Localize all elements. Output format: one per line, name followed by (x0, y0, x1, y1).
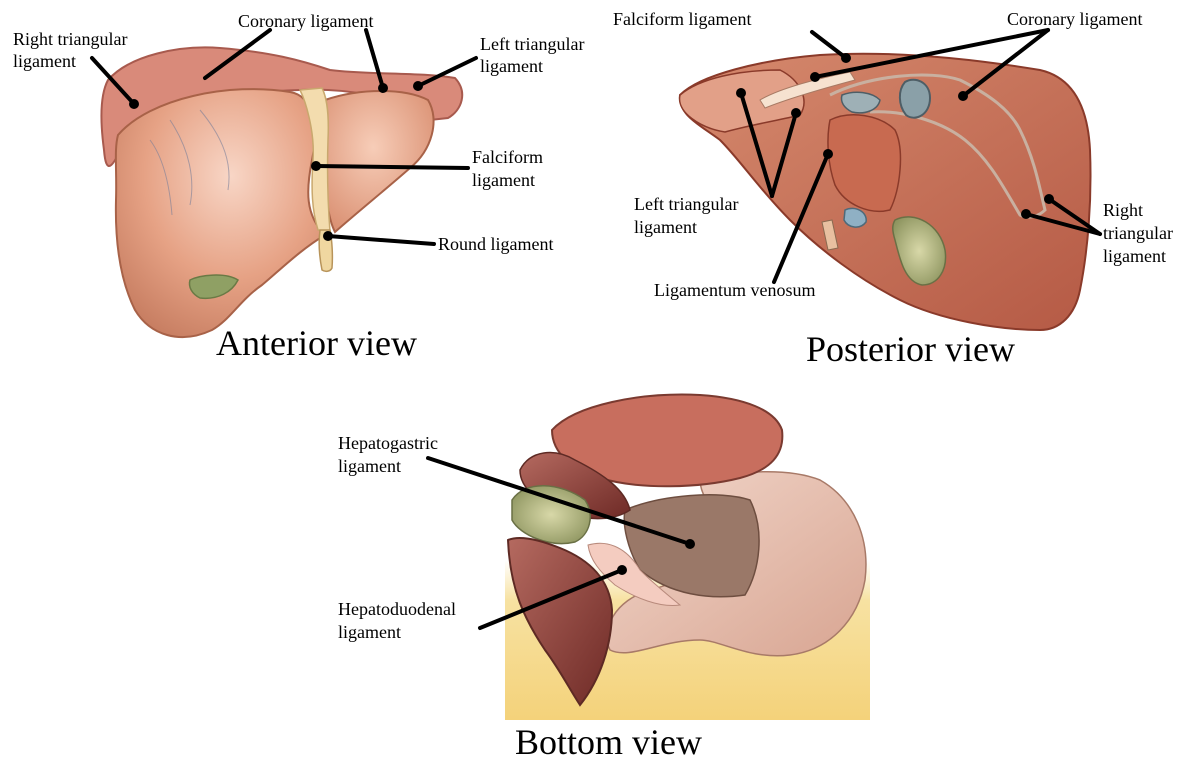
post-label-left-triangular-2: ligament (634, 217, 697, 237)
bottom-liver-illustration (505, 395, 870, 720)
ant-label-round: Round ligament (438, 234, 554, 254)
anterior-view-caption: Anterior view (216, 323, 417, 363)
bottom-dot-hepatoduodenal (617, 565, 627, 575)
ant-label-left-triangular-1: Left triangular (480, 34, 584, 54)
ant-label-right-triangular-2: ligament (13, 51, 76, 71)
bottom-label-hepatogastric-2: ligament (338, 456, 401, 476)
post-dot-right-triangular-a (1044, 194, 1054, 204)
ant-leader-falciform (316, 166, 468, 168)
post-dot-coronary-left (810, 72, 820, 82)
bottom-label-hepatoduodenal-2: ligament (338, 622, 401, 642)
ant-label-falciform-2: ligament (472, 170, 535, 190)
post-dot-left-triangular-a (736, 88, 746, 98)
post-label-right-triangular-1: Right (1103, 200, 1143, 220)
ant-leader-round (328, 236, 434, 244)
ant-dot-round (323, 231, 333, 241)
post-dot-falciform (841, 53, 851, 63)
bottom-dot-hepatogastric (685, 539, 695, 549)
post-dot-venosum (823, 149, 833, 159)
post-label-falciform: Falciform ligament (613, 9, 751, 29)
post-label-coronary: Coronary ligament (1007, 9, 1142, 29)
post-dot-right-triangular-b (1021, 209, 1031, 219)
ant-dot-coronary (378, 83, 388, 93)
posterior-view-caption: Posterior view (806, 329, 1015, 369)
post-label-left-triangular-1: Left triangular (634, 194, 738, 214)
ant-label-left-triangular-2: ligament (480, 56, 543, 76)
bottom-view-caption: Bottom view (515, 722, 702, 760)
ant-dot-falciform (311, 161, 321, 171)
bottom-label-hepatogastric-1: Hepatogastric (338, 433, 438, 453)
post-dot-coronary-right (958, 91, 968, 101)
ant-label-right-triangular-1: Right triangular (13, 29, 127, 49)
bottom-label-hepatoduodenal-1: Hepatoduodenal (338, 599, 456, 619)
ant-label-coronary: Coronary ligament (238, 11, 373, 31)
ant-label-falciform-1: Falciform (472, 147, 543, 167)
ant-dot-left-triangular (413, 81, 423, 91)
post-label-right-triangular-2: triangular (1103, 223, 1173, 243)
ant-dot-right-triangular (129, 99, 139, 109)
post-dot-left-triangular-b (791, 108, 801, 118)
anterior-liver-illustration (101, 47, 462, 337)
post-label-venosum: Ligamentum venosum (654, 280, 815, 300)
post-label-right-triangular-3: ligament (1103, 246, 1166, 266)
